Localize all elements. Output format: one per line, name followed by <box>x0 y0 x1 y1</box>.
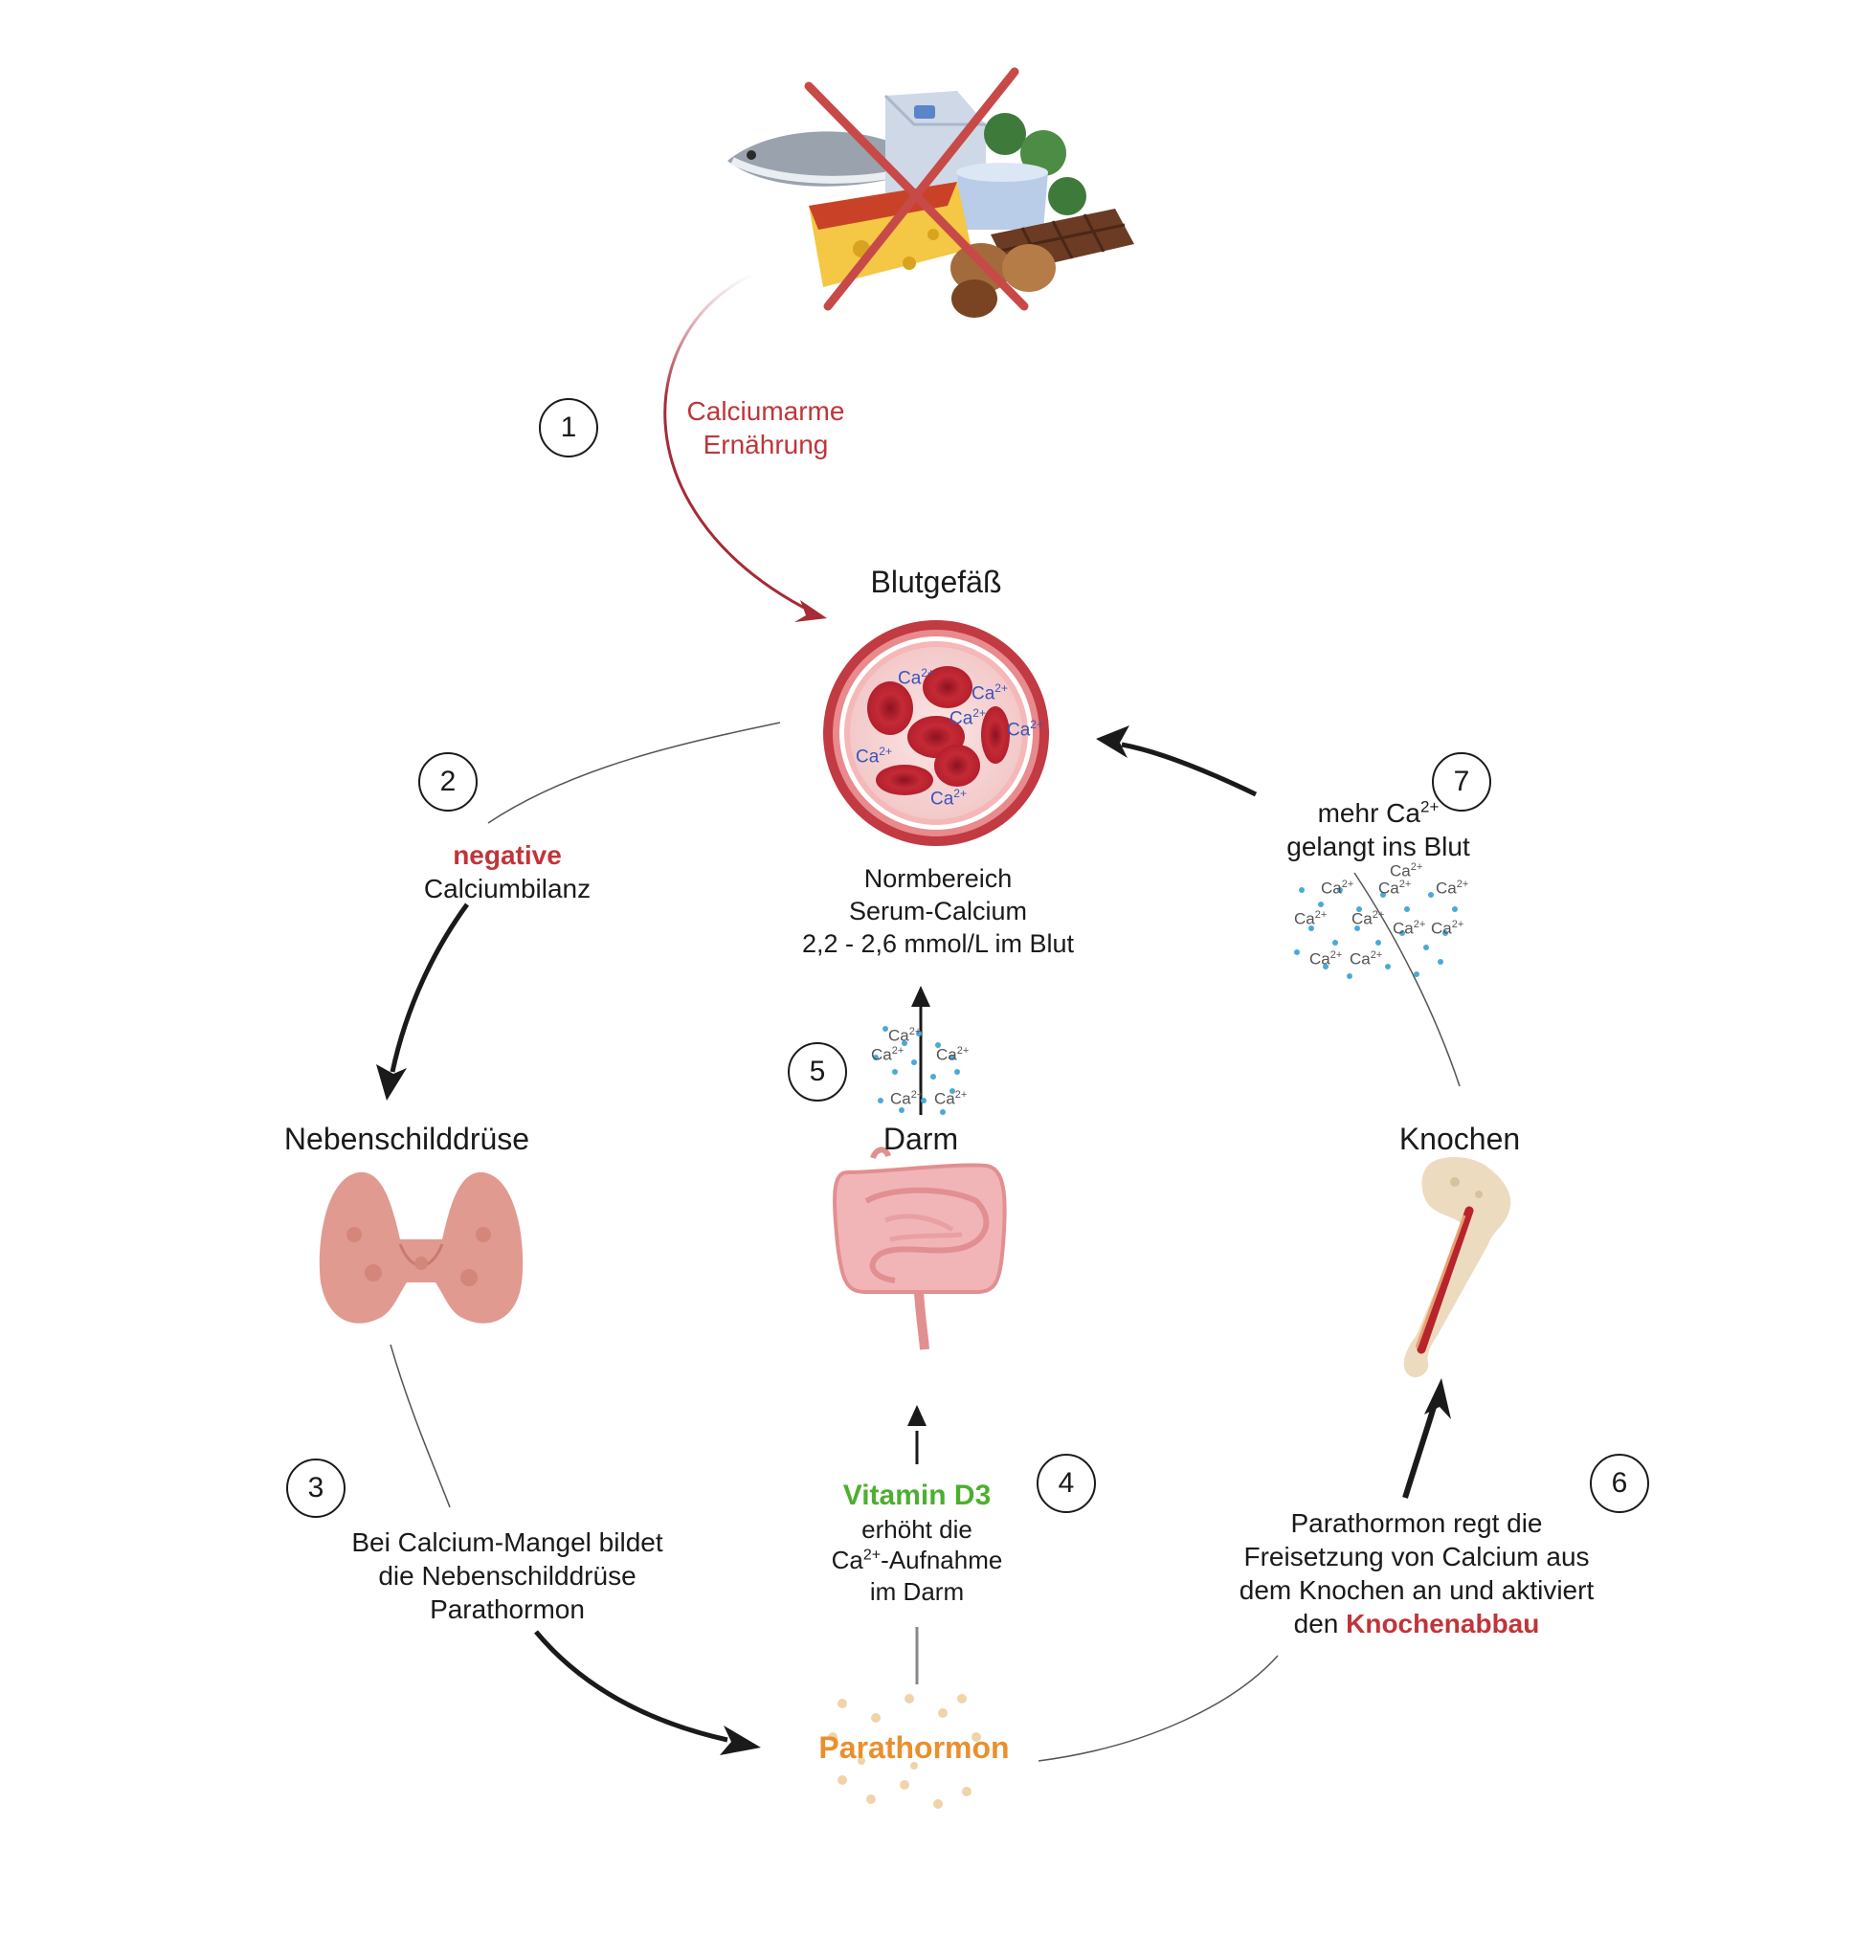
bone-ion-label: Ca2+ <box>1431 919 1464 938</box>
vessel-ion-label: Ca2+ <box>1007 718 1043 741</box>
intestine-ion-label: Ca2+ <box>871 1045 904 1064</box>
absorb-arrowhead <box>911 986 930 1007</box>
diet-label: Calciumarme Ernährung <box>686 396 845 459</box>
step-6-badge: 6 <box>1590 1454 1649 1513</box>
hormone-particles <box>828 1694 981 1809</box>
bone-ion-label: Ca2+ <box>1294 909 1328 928</box>
balance-arrowhead <box>376 1064 407 1101</box>
bone-ion-label: Ca2+ <box>1390 861 1423 880</box>
step-5-badge: 5 <box>788 1042 847 1102</box>
step7-arrowhead <box>1096 725 1129 758</box>
intestine-title: Darm <box>882 1122 959 1156</box>
step-4-badge: 4 <box>1037 1454 1096 1513</box>
step-1-badge: 1 <box>539 398 598 457</box>
intestine-ion-label: Ca2+ <box>888 1026 922 1045</box>
step-3-badge: 3 <box>286 1459 346 1518</box>
step3-arrow <box>534 1630 728 1743</box>
step6-arrowhead <box>1424 1378 1451 1419</box>
vitamin-d3-description: Vitamin D3 erhöht die Ca2+-Aufnahme im D… <box>831 1480 1003 1606</box>
step6-arrow <box>1402 1406 1437 1499</box>
vessel-ion-label: Ca2+ <box>949 706 986 729</box>
vessel-ion-label: Ca2+ <box>856 745 892 768</box>
step3-description: Bei Calcium-Mangel bildet die Nebenschil… <box>351 1527 663 1624</box>
parathormone-label: Parathormon <box>818 1730 1010 1765</box>
step6-description: Parathormon regt die Freisetzung von Cal… <box>1239 1508 1595 1638</box>
bone-ion-label: Ca2+ <box>1436 879 1469 898</box>
ion-cloud-intestine <box>873 1026 960 1115</box>
step7-description: mehr Ca2+ gelangt ins Blut <box>1286 797 1470 861</box>
step7-arrow <box>1121 742 1258 797</box>
bone-ion-label: Ca2+ <box>1309 949 1343 969</box>
diet-arrowhead <box>794 600 827 622</box>
balance-arrow <box>390 902 470 1073</box>
vessel-ion-label: Ca2+ <box>972 681 1008 704</box>
vitd-arrowhead <box>907 1405 927 1426</box>
cross-out-icon <box>804 67 1029 311</box>
bone-icon <box>1403 1156 1511 1378</box>
vessel-ion-label: Ca2+ <box>930 787 967 810</box>
balance-thin-line <box>487 722 781 824</box>
parathyroid-gland-icon <box>319 1171 524 1324</box>
step3-arrowhead <box>720 1726 761 1755</box>
blood-vessel-title: Blutgefäß <box>870 565 1002 599</box>
yogurt-icon <box>956 163 1048 230</box>
calcium-balance-label: negative Calciumbilanz <box>423 840 592 903</box>
intestine-ion-label: Ca2+ <box>934 1089 968 1108</box>
serum-calcium-norm: Normbereich Serum-Calcium 2,2 - 2,6 mmol… <box>801 864 1075 958</box>
bone-title: Knochen <box>1398 1122 1521 1156</box>
bone-ion-label: Ca2+ <box>1378 879 1412 898</box>
step-7-badge: 7 <box>1432 752 1491 812</box>
ion-cloud-bone <box>1294 887 1458 979</box>
step6-thin-line <box>1038 1655 1279 1762</box>
bone-ion-label: Ca2+ <box>1393 919 1426 938</box>
bone-ion-label: Ca2+ <box>1321 879 1354 898</box>
diet-arrow <box>663 271 805 610</box>
blood-vessel-icon <box>823 620 1049 846</box>
bone-ion-label: Ca2+ <box>1351 909 1385 928</box>
step3-thin-line <box>390 1344 451 1508</box>
fish-icon <box>727 115 952 201</box>
vessel-ion-label: Ca2+ <box>898 666 934 689</box>
intestine-ion-label: Ca2+ <box>936 1045 970 1064</box>
intestine-icon <box>833 1147 1007 1350</box>
food-group <box>727 67 1134 318</box>
step-2-badge: 2 <box>418 752 478 812</box>
step7-thin-line <box>1353 872 1461 1087</box>
bone-ion-label: Ca2+ <box>1350 949 1383 969</box>
intestine-ion-label: Ca2+ <box>890 1089 924 1108</box>
parathyroid-title: Nebenschilddrüse <box>283 1122 530 1156</box>
